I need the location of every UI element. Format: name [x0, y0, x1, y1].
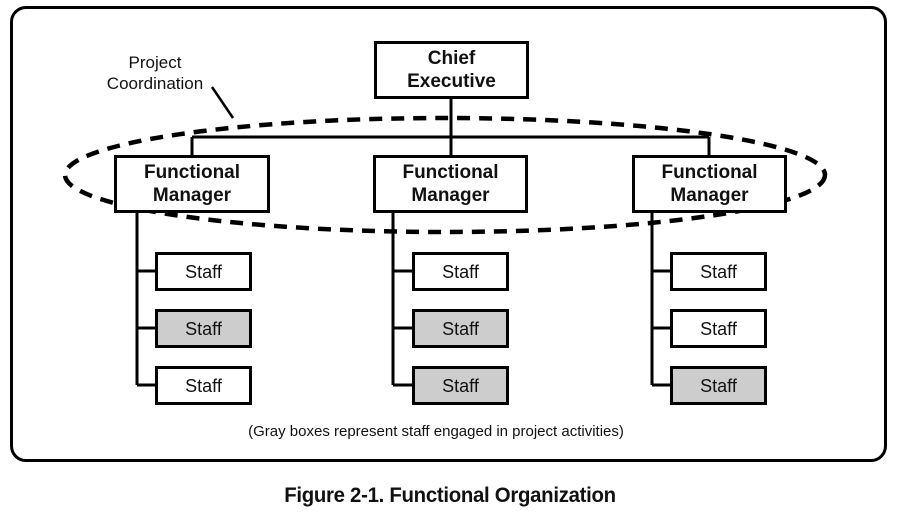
staff-label: Staff: [442, 375, 479, 396]
gray-box-note: (Gray boxes represent staff engaged in p…: [248, 423, 624, 440]
staff-label: Staff: [442, 261, 479, 282]
manager1-label-line1: Functional: [143, 162, 241, 183]
diagram-border: [10, 6, 887, 462]
staff-box-col2-row1: Staff: [412, 252, 509, 291]
staff-box-col1-row3: Staff: [155, 366, 252, 405]
staff-label: Staff: [185, 375, 222, 396]
staff-label: Staff: [185, 261, 222, 282]
chief-executive-label-line1: Chief: [427, 48, 476, 69]
staff-label: Staff: [700, 375, 737, 396]
staff-label: Staff: [700, 318, 737, 339]
figure-title: Figure 2-1. Functional Organization: [284, 484, 616, 507]
functional-manager-box-2: Functional Manager: [373, 155, 528, 213]
manager3-label-line2: Manager: [670, 185, 749, 206]
staff-label: Staff: [185, 318, 222, 339]
manager3-label-line1: Functional: [661, 162, 758, 183]
staff-box-col3-row2: Staff: [670, 309, 767, 348]
staff-box-col3-row3: Staff: [670, 366, 767, 405]
manager2-label-line2: Manager: [411, 185, 490, 206]
staff-label: Staff: [442, 318, 479, 339]
manager1-label-line2: Manager: [152, 185, 232, 206]
staff-box-col2-row2: Staff: [412, 309, 509, 348]
project-coordination-label: Project Coordination: [75, 52, 235, 94]
chief-executive-label-line2: Executive: [407, 71, 496, 92]
project-coordination-label-line1: Project: [128, 53, 182, 72]
chief-executive-box: Chief Executive: [374, 41, 529, 99]
project-coordination-ellipse: [62, 115, 828, 235]
functional-manager-box-1: Functional Manager: [114, 155, 270, 213]
staff-label: Staff: [700, 261, 737, 282]
staff-box-col3-row1: Staff: [670, 252, 767, 291]
functional-manager-box-3: Functional Manager: [632, 155, 787, 213]
annotation-leader-line: [210, 86, 235, 119]
manager2-label-line1: Functional: [402, 162, 499, 183]
project-coordination-label-line2: Coordination: [106, 74, 204, 93]
staff-box-col1-row1: Staff: [155, 252, 252, 291]
staff-box-col2-row3: Staff: [412, 366, 509, 405]
staff-box-col1-row2: Staff: [155, 309, 252, 348]
